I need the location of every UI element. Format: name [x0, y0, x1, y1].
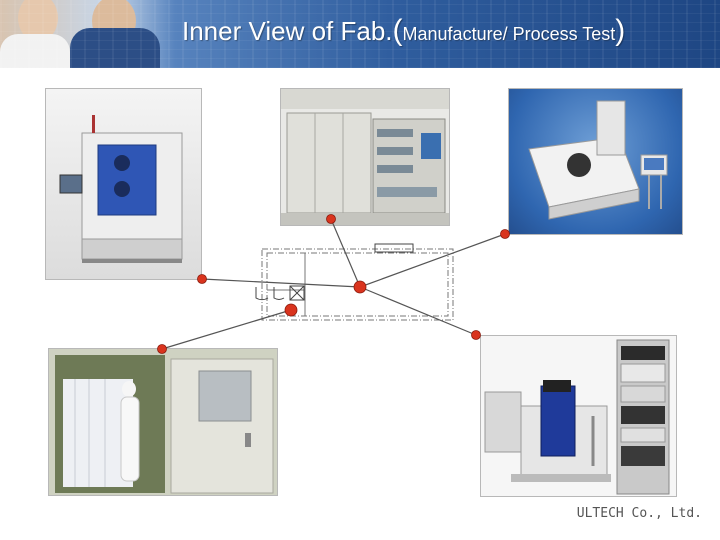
test-equipment-illustration [484, 339, 670, 495]
photo-wafer-tool [508, 88, 683, 235]
marker-wafer-tool [500, 229, 510, 239]
header-people-photo [0, 0, 175, 68]
location-markers [157, 214, 510, 354]
connector-line-chamber [201, 278, 361, 288]
wafer-tool-illustration [528, 100, 668, 220]
title-main: Inner View of Fab. [182, 16, 393, 46]
floor-plan-door-swing-right [273, 287, 285, 300]
page-title: Inner View of Fab. ( Manufacture/ Proces… [182, 14, 625, 54]
floor-plan-entrance [374, 243, 414, 253]
title-paren-close: ) [615, 14, 626, 47]
cabinets-illustration [281, 89, 449, 225]
connector-lines [161, 218, 506, 350]
process-chamber-illustration [59, 115, 183, 263]
person-suit [70, 28, 160, 68]
photo-test-equipment [480, 335, 677, 497]
connector-line-cabinets [330, 218, 361, 288]
marker-clean-room [157, 344, 167, 354]
marker-hub [353, 280, 367, 294]
company-name: ULTECH Co., Ltd. [576, 506, 702, 521]
marker-cabinets [326, 214, 336, 224]
person-shirt [0, 34, 70, 68]
photo-equipment-cabinets [280, 88, 450, 226]
connector-line-clean-room [161, 309, 292, 350]
marker-test-equipment [471, 330, 481, 340]
marker-chamber [197, 274, 207, 284]
floor-plan-inner-outline [266, 252, 449, 317]
connector-line-test-equipment [359, 286, 477, 336]
title-paren-open: ( [392, 14, 403, 47]
floor-plan-cross-line-b [289, 285, 305, 301]
header-banner: Inner View of Fab. ( Manufacture/ Proces… [0, 0, 720, 68]
floor-plan-outline [261, 248, 454, 321]
marker-gowning-room [284, 303, 298, 317]
title-subtitle: Manufacture/ Process Test [402, 24, 616, 44]
floor-plan [255, 243, 454, 321]
floor-plan-door-swing-left [255, 287, 269, 301]
photo-process-chamber [45, 88, 202, 280]
photo-clean-room [48, 348, 278, 496]
header-texture [0, 0, 720, 68]
clean-room-illustration [49, 349, 277, 495]
floor-plan-cross-box [289, 285, 305, 301]
connector-line-wafer-tool [359, 233, 506, 288]
